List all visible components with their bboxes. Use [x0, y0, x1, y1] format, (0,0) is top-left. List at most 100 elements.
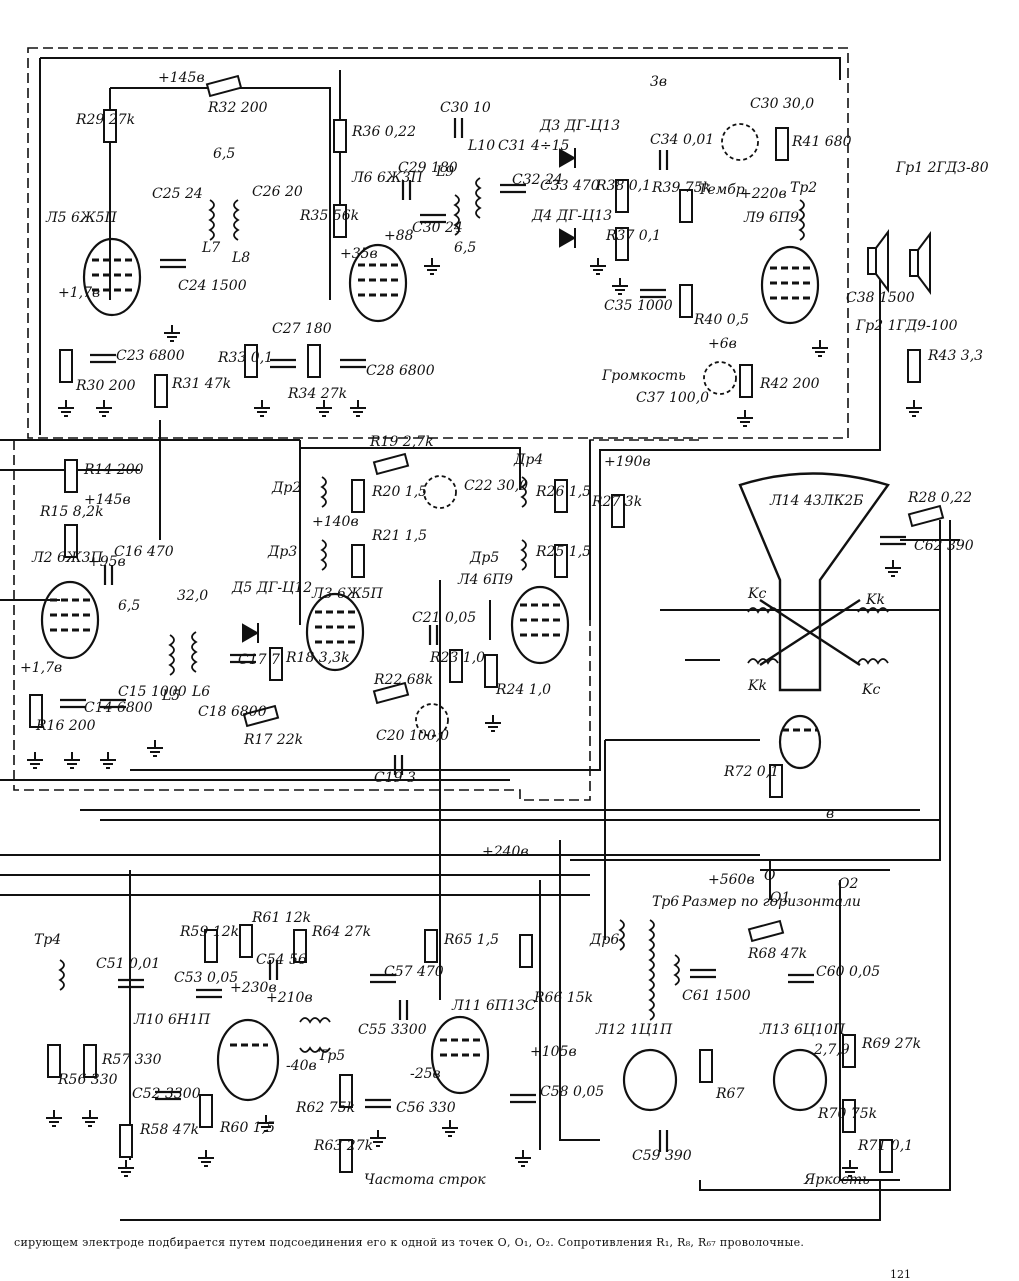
component-label: R28 0,22 — [907, 490, 972, 506]
component-label: C56 330 — [396, 1100, 456, 1116]
component-label: R64 27k — [311, 924, 371, 940]
control-label: Яркость — [803, 1172, 870, 1188]
component-label: C58 0,05 — [540, 1084, 604, 1100]
rail-label: +140в — [312, 514, 359, 530]
component-label: C35 1000 — [604, 298, 673, 314]
rail-label: +210в — [266, 990, 313, 1006]
component-label: R57 330 — [101, 1052, 162, 1068]
component-label: R62 75k — [295, 1100, 355, 1116]
component-label: Др4 — [513, 452, 543, 468]
component-label: C53 0,05 — [174, 970, 238, 986]
component-label: R29 27k — [75, 112, 135, 128]
component-label: C59 390 — [632, 1148, 692, 1164]
component-label: Kc — [861, 682, 880, 698]
component-label: L5 — [161, 688, 180, 704]
component-label: C21 0,05 — [412, 610, 476, 626]
component-label: Гр1 2ГД3-80 — [895, 160, 989, 176]
tube-label: Л6 6Ж3П — [351, 170, 424, 186]
component-label: L6 — [191, 684, 210, 700]
control-label: Громкость — [601, 368, 686, 384]
component-label: R32 200 — [207, 100, 268, 116]
component-label: R66 15k — [533, 990, 593, 1006]
component-label: C57 470 — [384, 964, 444, 980]
component-label: C52 3300 — [132, 1086, 201, 1102]
component-label: R70 75k — [817, 1106, 877, 1122]
component-label: C61 1500 — [682, 988, 751, 1004]
component-label: C31 4÷15 — [498, 138, 570, 154]
component-label: R15 8,2k — [39, 504, 104, 520]
component-label: R19 2,7k — [369, 434, 434, 450]
component-label: Гр2 1ГД9-100 — [855, 318, 958, 334]
component-label: C34 0,01 — [650, 132, 714, 148]
rail-label: +240в — [482, 844, 529, 860]
component-label: C22 30,0 — [464, 478, 528, 494]
component-label: R33 0,1 — [217, 350, 273, 366]
component-label: C23 6800 — [116, 348, 185, 364]
rail-label: +560в — [708, 872, 755, 888]
component-label: R40 0,5 — [693, 312, 749, 328]
component-label: R63 27k — [313, 1138, 373, 1154]
component-label: C37 100,0 — [636, 390, 709, 406]
component-label: C38 1500 — [846, 290, 915, 306]
component-label: R36 0,22 — [351, 124, 416, 140]
tube-label: Л2 6Ж3П — [31, 550, 104, 566]
component-label: C19 3 — [374, 770, 416, 786]
tube-label: Л11 6П13С — [451, 998, 536, 1014]
component-label: C30 30,0 — [750, 96, 814, 112]
tube-label: Л5 6Ж5П — [45, 210, 118, 226]
component-label: R30 200 — [75, 378, 136, 394]
component-label: R67 — [715, 1086, 744, 1102]
rail-label: +95в — [88, 554, 126, 570]
component-label: R41 680 — [791, 134, 852, 150]
component-label: L10 — [467, 138, 495, 154]
component-label: C18 6800 — [198, 704, 267, 720]
component-label: C20 100,0 — [376, 728, 449, 744]
component-label: R68 47k — [747, 946, 807, 962]
component-label: R60 1,5 — [219, 1120, 275, 1136]
component-label: 6,5 — [213, 146, 235, 162]
component-label: в — [826, 806, 834, 822]
figure-caption: сирующем электроде подбирается путем под… — [14, 1236, 805, 1249]
component-label: R14 200 — [83, 462, 144, 478]
component-label: R34 27k — [287, 386, 347, 402]
rail-label: +6в — [708, 336, 737, 352]
component-label: R23 1,0 — [429, 650, 485, 666]
control-label: Тембр — [698, 182, 745, 198]
component-label: Др3 — [267, 544, 297, 560]
component-label: R17 22k — [243, 732, 303, 748]
rail-label: +1,7в — [20, 660, 62, 676]
component-label: R69 27k — [861, 1036, 921, 1052]
component-label: O — [764, 868, 776, 884]
component-label: 6,5 — [454, 240, 476, 256]
page-number: 121 — [890, 1268, 911, 1281]
component-label: Тр5 — [318, 1048, 345, 1064]
component-label: Kk — [865, 592, 885, 608]
component-label: R20 1,5 — [371, 484, 427, 500]
component-label: 2,7,9 — [813, 1042, 850, 1058]
component-label: R72 0,1 — [723, 764, 779, 780]
component-label: C30 10 — [440, 100, 491, 116]
component-label: C14 6800 — [84, 700, 153, 716]
rail-label: -25в — [410, 1066, 441, 1082]
control-label: Размер по горизонтали — [681, 894, 861, 910]
component-label: C30 24 — [412, 220, 463, 236]
rail-label: +88 — [384, 228, 414, 244]
component-label: C15 1000 — [118, 684, 187, 700]
component-label: R24 1,0 — [495, 682, 551, 698]
component-label: R59 12k — [179, 924, 239, 940]
component-label: R56 330 — [57, 1072, 118, 1088]
tube-label: Л14 43ЛК2Б — [769, 493, 863, 509]
component-label: R65 1,5 — [443, 932, 499, 948]
component-label: R37 0,1 — [605, 228, 661, 244]
component-label: C28 6800 — [366, 363, 435, 379]
component-label: R31 47k — [171, 376, 231, 392]
tube-label: Л9 6П9 — [743, 210, 799, 226]
rail-label: +220в — [740, 186, 787, 202]
tube-label: Л3 6Ж5П — [311, 586, 384, 602]
component-label: R61 12k — [251, 910, 311, 926]
component-label: R71 0,1 — [857, 1138, 913, 1154]
component-label: L9 — [435, 164, 454, 180]
component-label: C55 3300 — [358, 1022, 427, 1038]
component-label: R58 47k — [139, 1122, 199, 1138]
